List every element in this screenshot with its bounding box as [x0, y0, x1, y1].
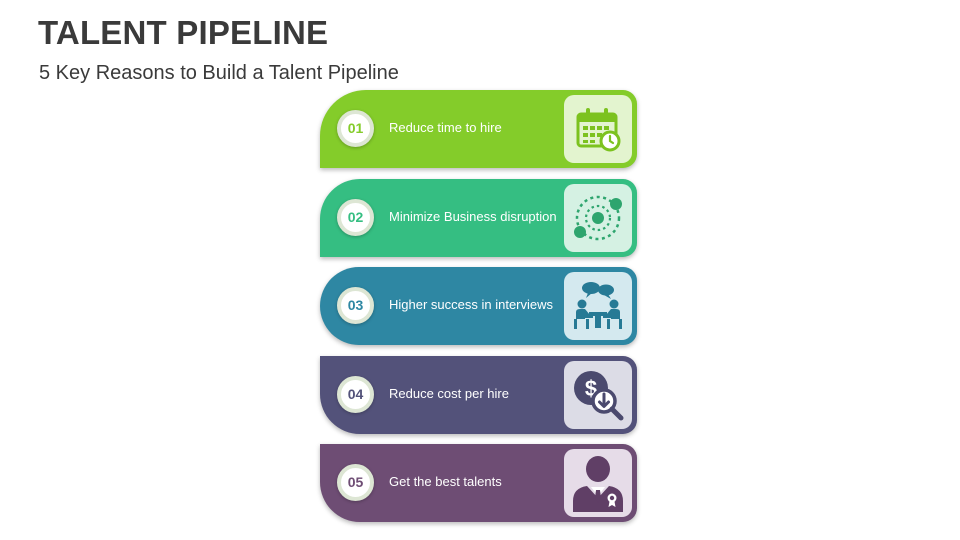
step-number-badge: 01: [337, 110, 374, 147]
step-label: Get the best talents: [389, 474, 502, 489]
step-label: Reduce time to hire: [389, 120, 502, 135]
step-label: Minimize Business disruption: [389, 209, 557, 224]
step-number-badge: 05: [337, 464, 374, 501]
dollar-magnifier-icon: $: [574, 371, 624, 421]
interview-meeting-icon: [574, 282, 622, 329]
slide-subtitle: 5 Key Reasons to Build a Talent Pipeline: [39, 62, 399, 84]
step-number-badge: 04: [337, 376, 374, 413]
calendar-clock-icon: [576, 108, 621, 152]
pipeline-step-4: 04 Reduce cost per hire $: [320, 356, 637, 434]
orbit-dots-icon: [574, 195, 622, 241]
step-icon-box: [564, 184, 632, 252]
step-icon-box: [564, 95, 632, 163]
step-icon-box: [564, 272, 632, 340]
step-label: Reduce cost per hire: [389, 386, 509, 401]
step-number-badge: 03: [337, 287, 374, 324]
pipeline-step-3: 03 Higher success in interviews: [320, 267, 637, 345]
step-number-badge: 02: [337, 199, 374, 236]
step-label: Higher success in interviews: [389, 297, 554, 312]
pipeline-step-2: 02 Minimize Business disruption: [320, 179, 637, 257]
pipeline-step-1: 01 Reduce time to hire: [320, 90, 637, 168]
talent-pipeline-diagram: 01 Reduce time to hire: [300, 80, 660, 530]
step-icon-box: $: [564, 361, 632, 429]
pipeline-step-5: 05 Get the best talents: [320, 444, 637, 522]
step-icon-box: [564, 449, 632, 517]
slide-title: TALENT PIPELINE: [38, 14, 329, 51]
businessman-award-icon: [573, 456, 623, 512]
